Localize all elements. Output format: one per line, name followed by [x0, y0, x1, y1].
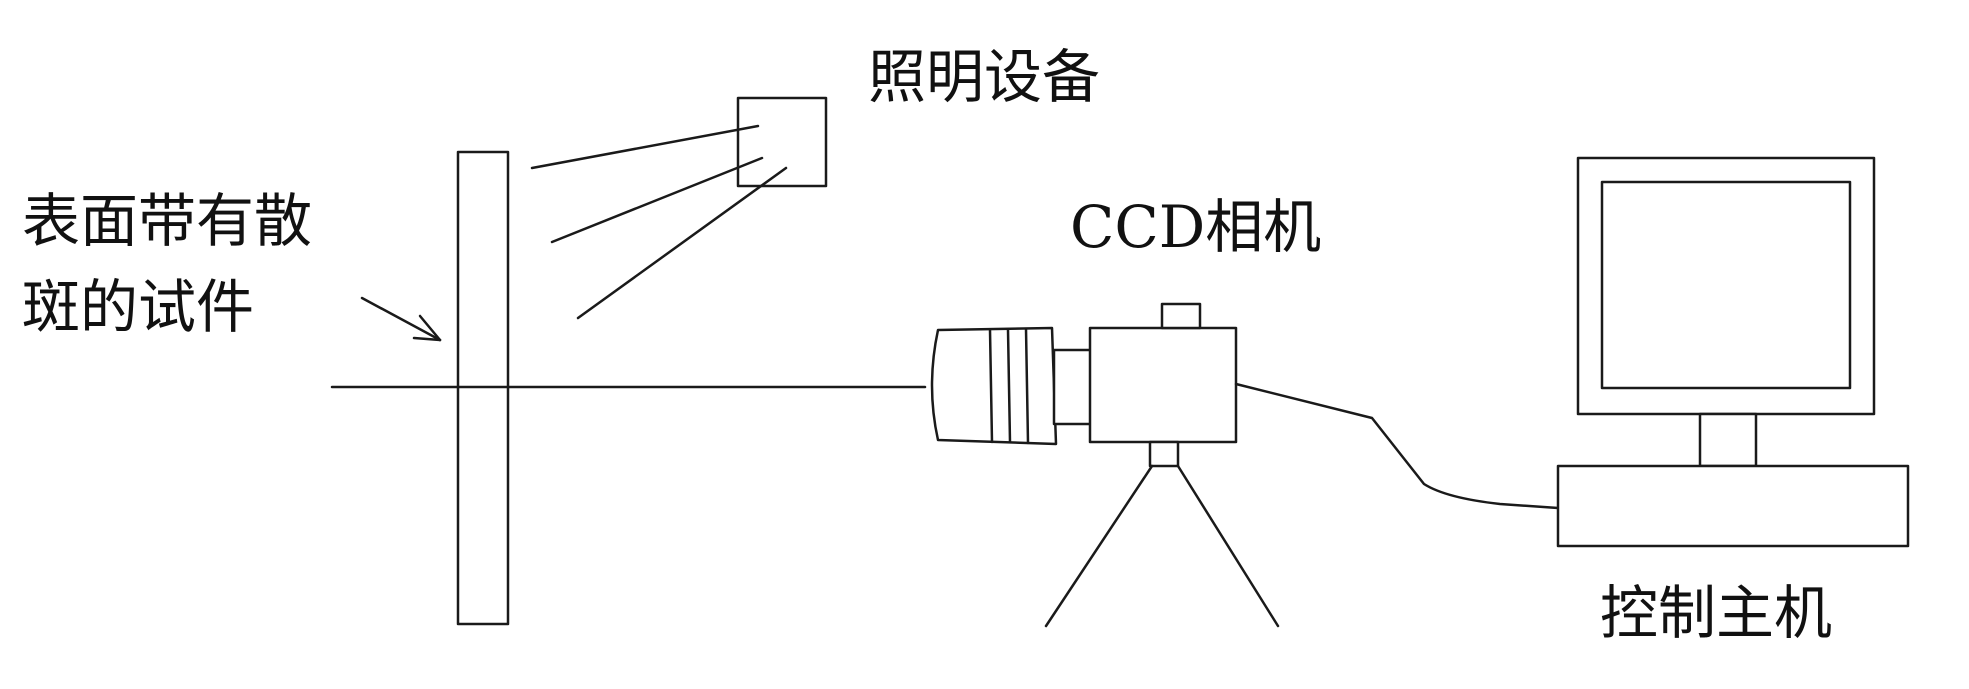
- camera-lens: [930, 326, 1058, 446]
- ccd-camera: [930, 302, 1238, 468]
- control-host-label: 控制主机: [1600, 579, 1833, 647]
- monitor-stand: [1698, 412, 1758, 468]
- camera-body: [1088, 326, 1238, 444]
- ccd-camera-label: CCD相机: [1070, 193, 1322, 261]
- light-rays: [530, 124, 788, 320]
- tripod: [1044, 464, 1280, 628]
- host-base-unit: [1556, 464, 1910, 548]
- lens-mount: [1052, 348, 1094, 426]
- monitor-screen: [1600, 180, 1852, 390]
- tripod-head: [1148, 440, 1180, 468]
- data-cable: [1234, 382, 1560, 510]
- specimen-pointer-arrow: [360, 296, 442, 342]
- lighting-device: [736, 96, 828, 188]
- specimen-label: 表面带有散斑的试件: [22, 187, 313, 341]
- control-host-computer: [1556, 156, 1910, 548]
- lighting-device-label: 照明设备: [868, 43, 1101, 111]
- camera-top-knob: [1160, 302, 1202, 330]
